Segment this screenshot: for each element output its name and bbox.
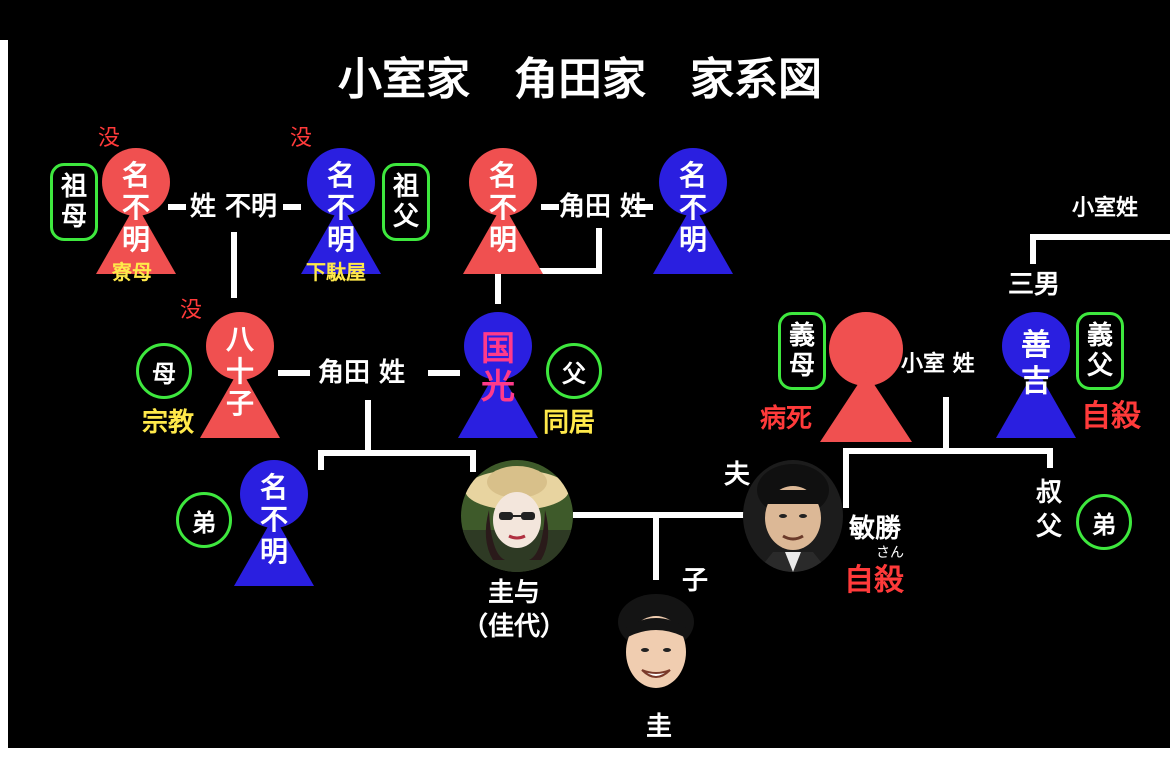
note-label: 自殺 — [844, 563, 904, 598]
connector — [365, 400, 371, 450]
connector — [495, 268, 602, 274]
union-label-kakuta-mid: 角田 姓 — [318, 358, 406, 388]
person-kakuta-man: 名不明 — [653, 148, 733, 288]
person-kakuta-woman: 名不明 — [463, 148, 543, 288]
connector — [470, 450, 476, 472]
role-label-child: 子 — [682, 566, 709, 596]
connector — [1030, 234, 1036, 264]
name-label-kei: 圭 — [646, 712, 673, 742]
name-label-toshikatsu: 敏勝 — [849, 514, 902, 544]
alt-name-label-kayo: （佳代） — [462, 612, 567, 642]
connector — [1047, 448, 1053, 468]
person-mother-in-law — [820, 312, 912, 452]
connector — [843, 448, 849, 508]
photo-kayo — [461, 460, 573, 572]
role-circle-brother: 弟 — [176, 492, 232, 548]
photo-toshikatsu — [743, 460, 843, 572]
connector — [653, 512, 659, 580]
person-kunimitsu: 国光 — [458, 312, 538, 452]
role-box-mother-in-law: 義母 — [778, 312, 826, 390]
connector — [596, 228, 602, 272]
page-title: 小室家 角田家 家系図 — [338, 54, 822, 105]
union-label-komuro-mid: 小室 姓 — [901, 352, 975, 377]
connector — [943, 397, 949, 451]
connector — [428, 370, 460, 376]
status-label: 没 — [180, 298, 203, 323]
role-circle-uncle-brother: 弟 — [1076, 494, 1132, 550]
role-box-grandfather: 祖父 — [382, 163, 430, 241]
note-label: 同居 — [543, 408, 596, 438]
photo-kei — [606, 588, 706, 706]
note-label: 宗教 — [142, 408, 195, 438]
note-label: 自殺 — [1081, 399, 1141, 434]
name-label-kayo: 圭与 — [488, 578, 541, 608]
connector — [573, 512, 748, 518]
union-label-kakuta-top: 角田 姓 — [559, 192, 647, 222]
family-tree-diagram: 小室家 角田家 家系図 姓 不明 角田 姓 角田 姓 小室 姓 小室姓 没 祖母… — [8, 40, 1170, 748]
status-label: 没 — [98, 126, 121, 151]
note-label: 下駄屋 — [306, 260, 366, 284]
connector — [318, 450, 324, 470]
connector — [635, 204, 653, 210]
bottom-bar — [0, 748, 1170, 769]
note-label: 病死 — [760, 404, 813, 434]
union-label-komuro-top: 小室姓 — [1072, 196, 1139, 221]
role-circle-mother: 母 — [136, 343, 192, 399]
connector — [541, 204, 559, 210]
rank-label: 三男 — [1008, 270, 1061, 300]
honorific-label: さん — [876, 545, 904, 561]
union-label-grandparents: 姓 不明 — [190, 192, 278, 222]
role-box-father-in-law: 義父 — [1076, 312, 1124, 390]
person-yasoko: 八十子 — [200, 312, 280, 452]
person-grandmother: 名不明 — [96, 148, 176, 288]
role-label-uncle: 叔父 — [1036, 478, 1063, 542]
role-label-husband: 夫 — [724, 460, 751, 490]
person-yoshikichi: 善吉 — [996, 312, 1076, 452]
connector — [495, 268, 501, 304]
person-grandfather: 名不明 — [301, 148, 381, 288]
connector — [283, 204, 301, 210]
connector — [318, 450, 476, 456]
role-circle-father: 父 — [546, 343, 602, 399]
connector — [1030, 234, 1170, 240]
connector — [168, 204, 186, 210]
status-label: 没 — [290, 126, 313, 151]
connector — [843, 448, 1053, 454]
connector — [231, 232, 237, 298]
person-brother: 名不明 — [234, 460, 314, 600]
role-box-grandmother: 祖母 — [50, 163, 98, 241]
connector — [278, 370, 310, 376]
top-bar — [0, 0, 1170, 40]
note-label: 寮母 — [112, 260, 152, 284]
